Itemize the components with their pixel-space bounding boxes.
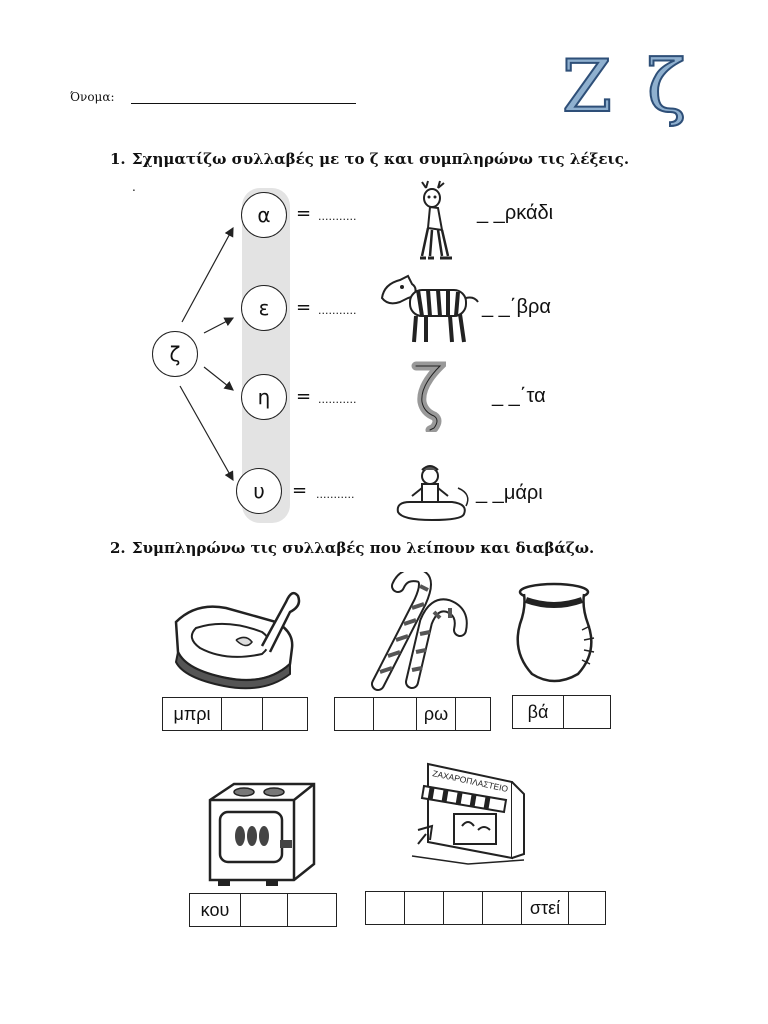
answer-blank[interactable]: ...........	[318, 304, 357, 317]
arrow-to-eta	[203, 366, 234, 391]
jar-icon	[516, 582, 595, 683]
oven-icon	[208, 782, 316, 886]
root-letter-circle: ζ	[152, 331, 198, 377]
arrow-to-epsilon	[203, 317, 235, 334]
equals-sign: =	[296, 203, 312, 224]
syllable-cell-empty[interactable]	[263, 698, 307, 730]
word-blank[interactable]: _ _΄	[492, 385, 527, 407]
vowel-letter: υ	[253, 479, 265, 503]
syllable-cell-empty[interactable]	[456, 698, 490, 730]
candy-canes-icon	[371, 572, 468, 691]
syllable-cell-empty[interactable]	[222, 698, 263, 730]
bread-butter-icon	[174, 591, 301, 690]
word-blank[interactable]: _ _΄	[482, 296, 517, 318]
syllable-cell-empty[interactable]	[564, 696, 610, 728]
word-blank[interactable]: _ _	[476, 482, 504, 504]
word-ending: μάρι	[503, 482, 543, 504]
syllable-cell: μπρι	[163, 698, 222, 730]
arrow-to-upsilon	[179, 385, 234, 482]
answer-blank[interactable]: ...........	[318, 210, 357, 223]
name-field-line[interactable]	[131, 103, 356, 104]
exercise2-instruction: 2. Συμπληρώνω τις συλλαβές που λείπουν κα…	[110, 539, 594, 557]
word-fill-deer: _ _ρκάδι	[477, 202, 553, 225]
syllable-cell-empty[interactable]	[569, 892, 605, 924]
name-label: Όνομα:	[70, 90, 115, 104]
root-letter: ζ	[169, 342, 181, 366]
syllable-boxes-jar: βά	[512, 695, 611, 729]
syllable-cell-empty[interactable]	[405, 892, 444, 924]
zebra-icon	[380, 274, 479, 343]
deer-icon	[420, 180, 452, 260]
equals-sign: =	[292, 480, 308, 501]
child-dough-icon	[396, 465, 469, 522]
exercise1-instruction: 1. Σχηματίζω συλλαβές με το ζ και συμπληρ…	[110, 150, 629, 168]
vowel-letter: α	[257, 203, 271, 227]
syllable-boxes-pastry-shop: στεί	[365, 891, 606, 925]
vowel-column-band	[242, 188, 290, 523]
vowel-letter: ε	[258, 296, 270, 320]
vowel-circle-eta: η	[241, 374, 287, 420]
answer-blank[interactable]: ...........	[318, 393, 357, 406]
stray-dot: .	[132, 180, 136, 194]
syllable-cell: βά	[513, 696, 564, 728]
syllable-cell-empty[interactable]	[288, 894, 336, 926]
exercise1-number: 1.	[110, 150, 126, 168]
vowel-circle-upsilon: υ	[236, 468, 282, 514]
equals-sign: =	[296, 297, 312, 318]
title-letters: Ζ ζ	[561, 44, 692, 128]
zeta-letter-icon	[411, 361, 446, 432]
vowel-circle-epsilon: ε	[241, 285, 287, 331]
pastry-shop-icon: ΖΑΧΑΡΟΠΛΑΣΤΕΙΟ	[411, 762, 525, 865]
syllable-cell: στεί	[522, 892, 569, 924]
syllable-cell-empty[interactable]	[483, 892, 522, 924]
word-fill-zeta: _ _΄τα	[492, 385, 546, 408]
syllable-cell-empty[interactable]	[241, 894, 288, 926]
word-ending: βρα	[516, 296, 551, 318]
syllable-cell-empty[interactable]	[374, 698, 417, 730]
exercise1-text: Σχηματίζω συλλαβές με το ζ και συμπληρών…	[132, 150, 630, 168]
word-fill-dough: _ _μάρι	[476, 482, 543, 505]
vowel-circle-alpha: α	[241, 192, 287, 238]
arrow-to-alpha	[181, 226, 234, 323]
syllable-boxes-bread: μπρι	[162, 697, 308, 731]
answer-blank[interactable]: ...........	[316, 488, 355, 501]
exercise2-text: Συμπληρώνω τις συλλαβές που λείπουν και …	[132, 539, 595, 557]
syllable-boxes-candy: ρω	[334, 697, 491, 731]
syllable-boxes-oven: κου	[189, 893, 337, 927]
syllable-cell-empty[interactable]	[444, 892, 483, 924]
syllable-cell-empty[interactable]	[335, 698, 374, 730]
syllable-cell: ρω	[417, 698, 456, 730]
word-fill-zebra: _ _΄βρα	[482, 296, 551, 319]
syllable-cell: κου	[190, 894, 241, 926]
word-ending: ρκάδι	[504, 202, 554, 224]
word-ending: τα	[526, 385, 546, 407]
vowel-letter: η	[257, 385, 271, 409]
exercise2-number: 2.	[110, 539, 126, 557]
syllable-cell-empty[interactable]	[366, 892, 405, 924]
word-blank[interactable]: _ _	[477, 202, 505, 224]
equals-sign: =	[296, 386, 312, 407]
